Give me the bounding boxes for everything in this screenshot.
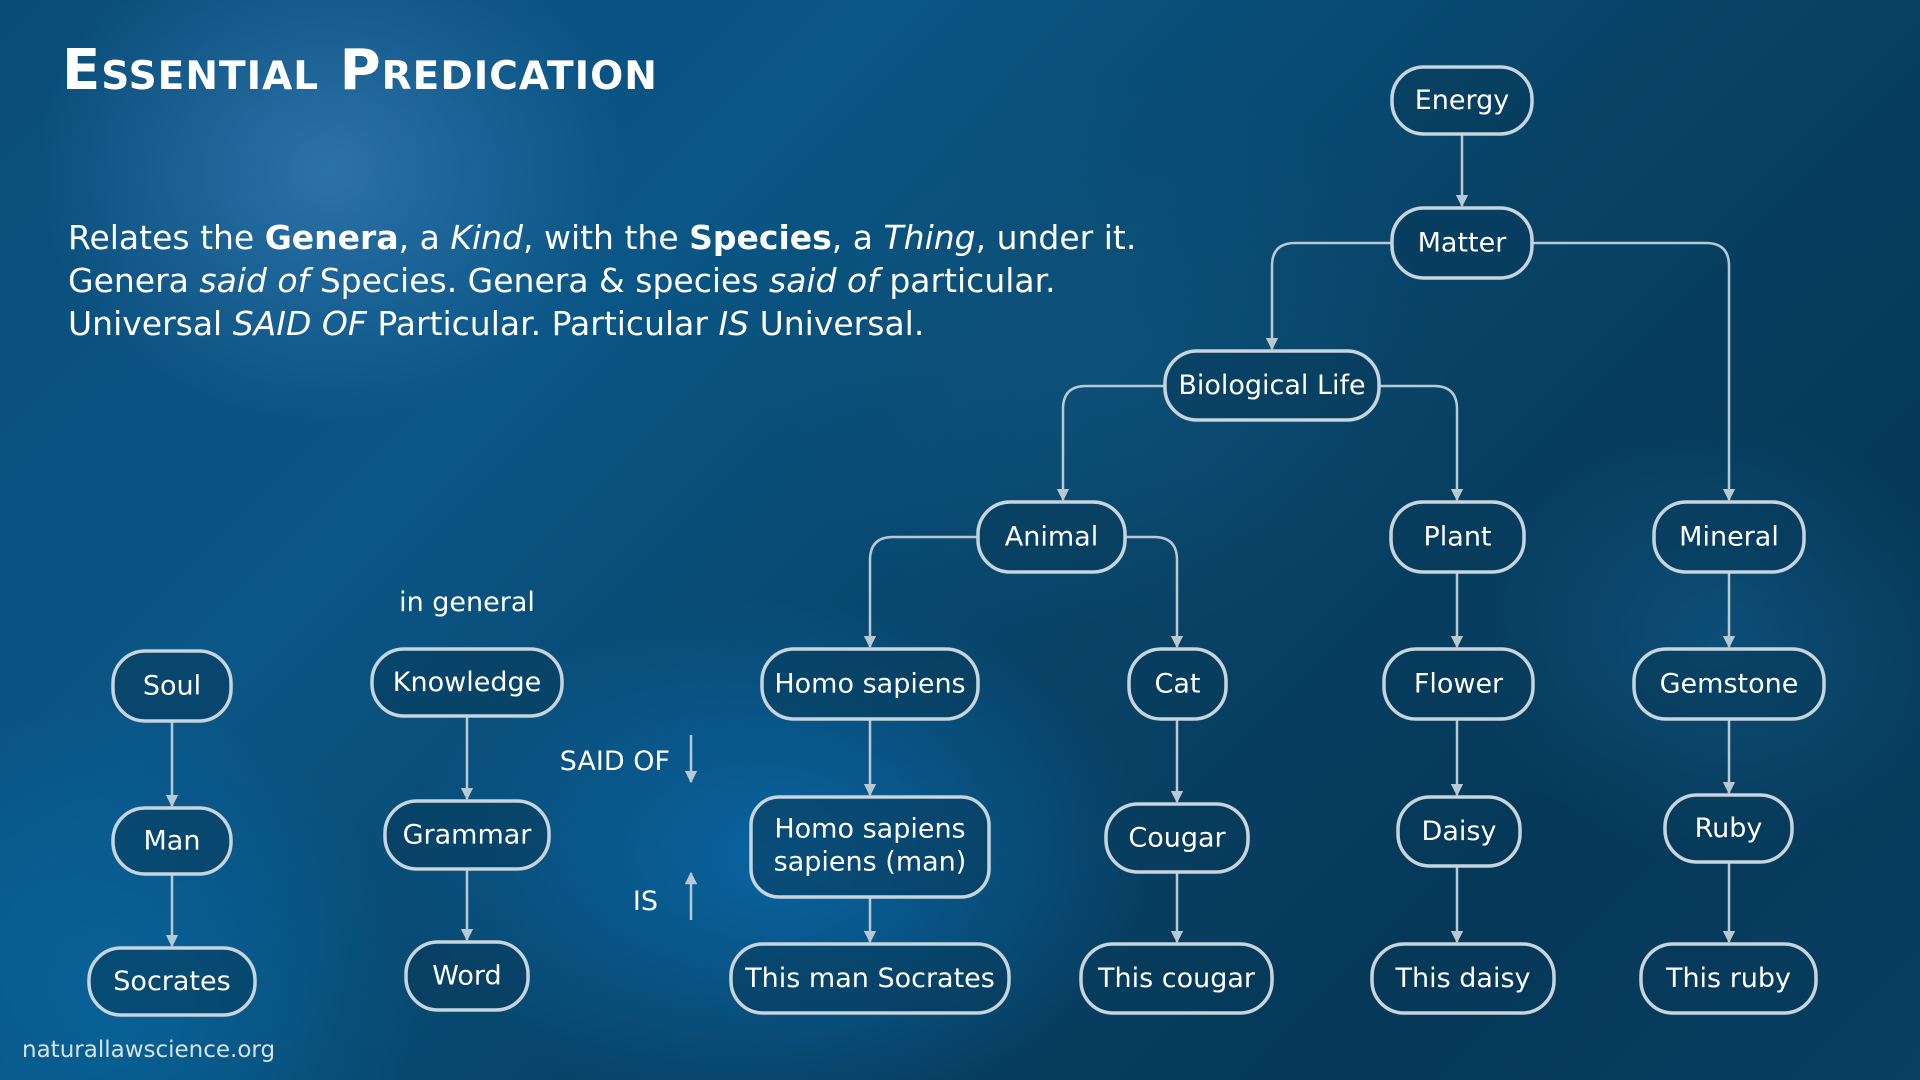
node-grammar: Grammar bbox=[383, 799, 551, 871]
intro-text-run: particular. bbox=[878, 261, 1056, 300]
page-title: Essential Predication bbox=[62, 38, 658, 103]
intro-text-run: Species. Genera & species bbox=[309, 261, 770, 300]
intro-text: Relates the Genera, a Kind, with the Spe… bbox=[68, 216, 1136, 345]
node-gemstone: Gemstone bbox=[1632, 647, 1826, 721]
node-homo-sapiens-sapiens: Homo sapiens sapiens (man) bbox=[749, 795, 991, 899]
node-cougar-label: Cougar bbox=[1128, 823, 1226, 854]
node-word-label: Word bbox=[432, 961, 501, 992]
intro-line-2: Genera said of Species. Genera & species… bbox=[68, 259, 1136, 302]
node-cat: Cat bbox=[1127, 647, 1228, 721]
node-biological-life-label: Biological Life bbox=[1178, 370, 1365, 401]
node-this-man-socrates: This man Socrates bbox=[729, 942, 1011, 1015]
edge-biological-life-plant bbox=[1379, 384, 1464, 502]
node-socrates: Socrates bbox=[87, 946, 257, 1017]
edge-matter-mineral bbox=[1532, 241, 1736, 502]
node-plant-label: Plant bbox=[1423, 522, 1491, 553]
edge-matter-biological-life bbox=[1265, 241, 1392, 351]
node-grammar-label: Grammar bbox=[403, 820, 533, 851]
intro-text-run: Universal bbox=[68, 304, 233, 343]
edge-biological-life-animal bbox=[1056, 384, 1165, 502]
node-ruby-label: Ruby bbox=[1695, 813, 1763, 844]
node-this-cougar: This cougar bbox=[1079, 942, 1274, 1015]
node-energy: Energy bbox=[1390, 65, 1534, 136]
intro-text-run: Genera bbox=[68, 261, 200, 300]
is-label: IS bbox=[633, 886, 658, 917]
node-this-daisy: This daisy bbox=[1370, 942, 1556, 1015]
intro-italic-kind: Kind bbox=[450, 218, 523, 257]
site-footer-url: naturallawscience.org bbox=[22, 1037, 276, 1063]
node-matter: Matter bbox=[1390, 206, 1534, 280]
node-gemstone-label: Gemstone bbox=[1660, 669, 1799, 700]
node-matter-label: Matter bbox=[1418, 228, 1508, 259]
node-animal: Animal bbox=[976, 500, 1127, 574]
node-plant: Plant bbox=[1389, 500, 1526, 574]
intro-text-run: , a bbox=[398, 218, 451, 257]
intro-line-3: Universal SAID OF Particular. Particular… bbox=[68, 302, 1136, 345]
in-general-label: in general bbox=[399, 587, 535, 618]
node-flower-label: Flower bbox=[1414, 669, 1504, 700]
node-hss-label-line-1: Homo sapiens bbox=[774, 814, 965, 845]
intro-text-run: , with the bbox=[522, 218, 690, 257]
edge-animal-homo-sapiens bbox=[863, 535, 978, 649]
node-soul-label: Soul bbox=[143, 671, 201, 702]
node-this-ruby: This ruby bbox=[1639, 942, 1818, 1015]
intro-italic-said-of: said of bbox=[199, 261, 310, 300]
node-soul: Soul bbox=[111, 649, 233, 723]
node-flower: Flower bbox=[1382, 647, 1535, 721]
node-biological-life: Biological Life bbox=[1163, 349, 1381, 422]
intro-line-1: Relates the Genera, a Kind, with the Spe… bbox=[68, 216, 1136, 259]
intro-bold-species: Species bbox=[689, 218, 832, 257]
node-word: Word bbox=[404, 940, 530, 1012]
node-man-label: Man bbox=[144, 826, 201, 857]
node-energy-label: Energy bbox=[1415, 85, 1510, 116]
node-daisy-label: Daisy bbox=[1422, 816, 1497, 847]
intro-italic-said-of-caps: SAID OF bbox=[232, 304, 367, 343]
node-cat-label: Cat bbox=[1155, 669, 1201, 700]
intro-italic-is: IS bbox=[718, 304, 750, 343]
node-this-daisy-label: This daisy bbox=[1395, 963, 1531, 994]
node-daisy: Daisy bbox=[1396, 795, 1522, 868]
node-this-cougar-label: This cougar bbox=[1097, 963, 1256, 994]
node-this-ruby-label: This ruby bbox=[1665, 963, 1791, 994]
node-cougar: Cougar bbox=[1104, 802, 1250, 874]
node-mineral-label: Mineral bbox=[1679, 522, 1779, 553]
node-animal-label: Animal bbox=[1005, 522, 1098, 553]
node-homo-sapiens: Homo sapiens bbox=[760, 647, 980, 721]
intro-text-run: Particular. Particular bbox=[366, 304, 719, 343]
intro-italic-said-of: said of bbox=[769, 261, 879, 300]
intro-text-run: Universal. bbox=[749, 304, 925, 343]
node-knowledge: Knowledge bbox=[370, 647, 564, 718]
node-socrates-label: Socrates bbox=[113, 966, 230, 997]
said-of-label: SAID OF bbox=[560, 746, 670, 777]
intro-text-run: , under it. bbox=[975, 218, 1137, 257]
intro-bold-genera: Genera bbox=[264, 218, 399, 257]
node-mineral: Mineral bbox=[1652, 500, 1806, 574]
node-man: Man bbox=[111, 806, 233, 876]
node-hss-label-line-2: sapiens (man) bbox=[774, 847, 967, 878]
intro-text-run: Relates the bbox=[68, 218, 265, 257]
node-this-man-socrates-label: This man Socrates bbox=[744, 963, 995, 994]
node-ruby: Ruby bbox=[1663, 793, 1794, 864]
node-homo-sapiens-label: Homo sapiens bbox=[774, 669, 965, 700]
edge-animal-cat bbox=[1125, 535, 1184, 649]
intro-italic-thing: Thing bbox=[883, 218, 976, 257]
intro-text-run: , a bbox=[831, 218, 884, 257]
node-knowledge-label: Knowledge bbox=[393, 667, 541, 698]
connectors bbox=[165, 134, 1736, 948]
